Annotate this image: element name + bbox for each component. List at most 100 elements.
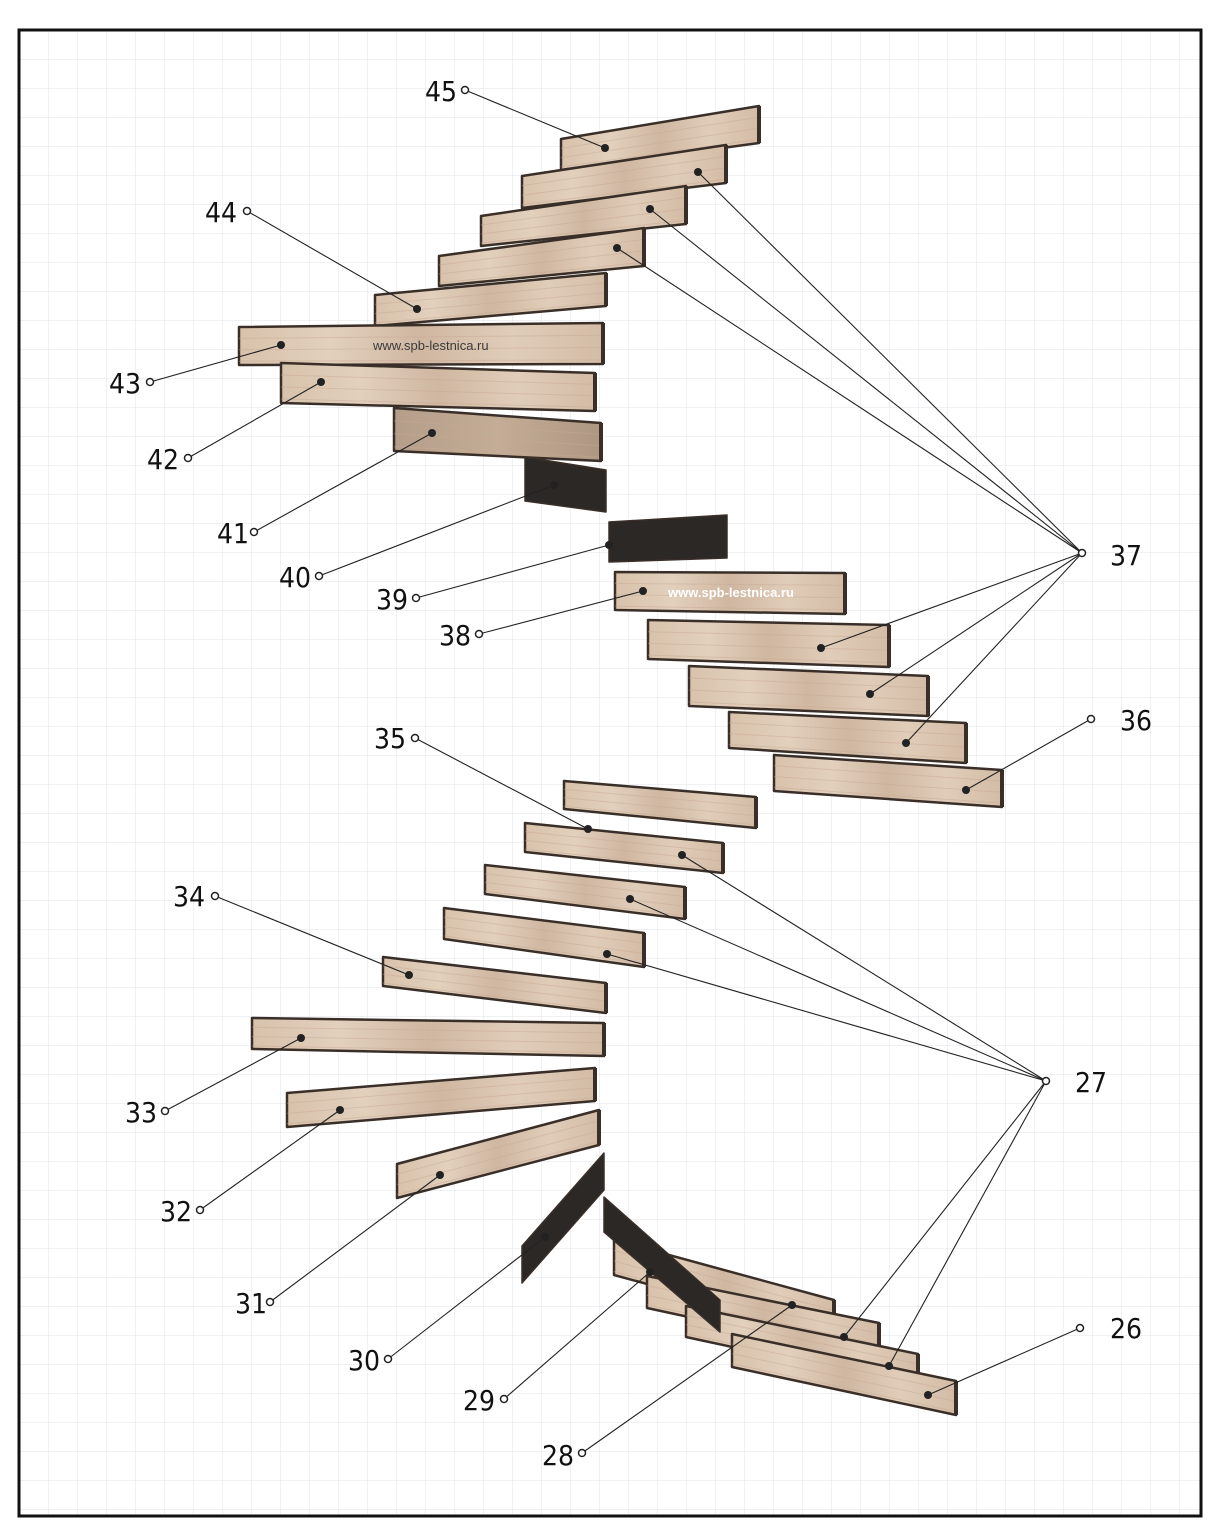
callout-anchor: [410, 733, 420, 743]
leader-dot: [405, 971, 413, 979]
wood-grain: [238, 359, 604, 362]
leader-line: [927, 1327, 1081, 1396]
wood-grain: [396, 1141, 600, 1196]
wood-grain: [728, 722, 967, 736]
callout-label-30: 30: [348, 1344, 380, 1377]
leader-line: [905, 552, 1083, 744]
callout-label-38: 38: [439, 619, 471, 652]
stair-step: [603, 1196, 721, 1333]
callout-anchor: [411, 593, 421, 603]
wood-grain: [521, 167, 727, 196]
callout-label-44: 44: [205, 196, 237, 229]
callout-anchor: [195, 1205, 205, 1215]
callout-label-41: 41: [217, 517, 249, 550]
leader-line: [616, 247, 1083, 554]
callout-anchor: [145, 377, 155, 387]
wood-grain: [480, 208, 687, 235]
callout-anchor: [499, 1394, 509, 1404]
leader-dot: [840, 1333, 848, 1341]
leader-line: [269, 1174, 441, 1303]
stair-step: [608, 514, 728, 563]
wood-grain: [393, 446, 602, 458]
wood-grain: [484, 873, 686, 898]
callout-anchor: [1077, 548, 1087, 558]
wood-grain: [382, 973, 607, 1002]
wood-grain: [374, 282, 607, 305]
leader-dot: [646, 205, 654, 213]
callout-anchor: [160, 1106, 170, 1116]
leader-dot: [605, 541, 613, 549]
callout-label-32: 32: [160, 1195, 192, 1228]
callout-label-39: 39: [376, 583, 408, 616]
wood-grain: [251, 1026, 605, 1034]
leader-dot: [317, 378, 325, 386]
wood-grain: [773, 765, 1003, 782]
leader-line: [387, 1236, 546, 1360]
wood-grain: [773, 786, 1003, 804]
stair-step: [646, 618, 891, 669]
callout-label-26: 26: [1110, 1312, 1142, 1345]
leader-dot: [885, 1362, 893, 1370]
leader-line: [606, 953, 1047, 1082]
wood-grain: [251, 1036, 605, 1044]
leader-dot: [962, 786, 970, 794]
leader-lines: [145, 85, 1096, 1458]
wood-grain: [688, 689, 929, 701]
wood-grain: [484, 890, 686, 917]
watermark-middle: www.spb-lestnica.ru: [667, 585, 794, 600]
wood-grain: [731, 1353, 957, 1402]
stair-step: [521, 1152, 605, 1284]
wood-grain: [480, 219, 687, 244]
callout-label-27: 27: [1075, 1066, 1107, 1099]
wood-grain: [685, 1314, 919, 1365]
leader-dot: [428, 429, 436, 437]
stair-step: [524, 456, 607, 513]
leader-dot: [694, 168, 702, 176]
leader-line: [164, 1037, 302, 1112]
wood-grain: [396, 1130, 600, 1185]
stair-steps: [237, 104, 1004, 1417]
leader-line: [503, 1271, 651, 1400]
wood-grain: [563, 788, 757, 807]
leader-dot: [336, 1106, 344, 1114]
leader-line: [843, 1080, 1047, 1338]
wood-grain: [382, 982, 607, 1011]
wood-grain: [731, 1343, 957, 1392]
wood-grain: [280, 398, 596, 408]
callout-anchor: [183, 453, 193, 463]
callout-label-40: 40: [279, 561, 311, 594]
wood-grain: [647, 654, 890, 664]
leader-dot: [817, 644, 825, 652]
wood-grain: [286, 1097, 596, 1125]
wood-grain: [563, 805, 757, 826]
leader-dot: [584, 825, 592, 833]
callout-label-35: 35: [374, 722, 406, 755]
callout-label-42: 42: [147, 443, 179, 476]
leader-dot: [297, 1034, 305, 1042]
leader-line: [649, 208, 1083, 554]
callout-anchor: [1075, 1323, 1085, 1333]
callout-label-45: 45: [425, 75, 457, 108]
wood-grain: [563, 797, 757, 817]
leader-dot: [866, 690, 874, 698]
callout-anchor: [1041, 1076, 1051, 1086]
callout-anchor: [474, 629, 484, 639]
wood-grain: [731, 1363, 957, 1413]
wood-grain: [438, 250, 645, 275]
callout-label-43: 43: [109, 367, 141, 400]
leader-line: [478, 590, 644, 635]
wood-grain: [480, 196, 687, 226]
leader-dot: [277, 341, 285, 349]
wood-grain: [728, 733, 967, 748]
leader-line: [415, 544, 610, 599]
wood-grain: [443, 935, 645, 965]
leader-dot: [646, 1268, 654, 1276]
wood-grain: [280, 386, 596, 397]
leader-line: [246, 210, 418, 310]
leader-line: [869, 552, 1083, 695]
leader-dot: [626, 895, 634, 903]
callout-label-36: 36: [1120, 704, 1152, 737]
wood-grain: [393, 433, 602, 447]
